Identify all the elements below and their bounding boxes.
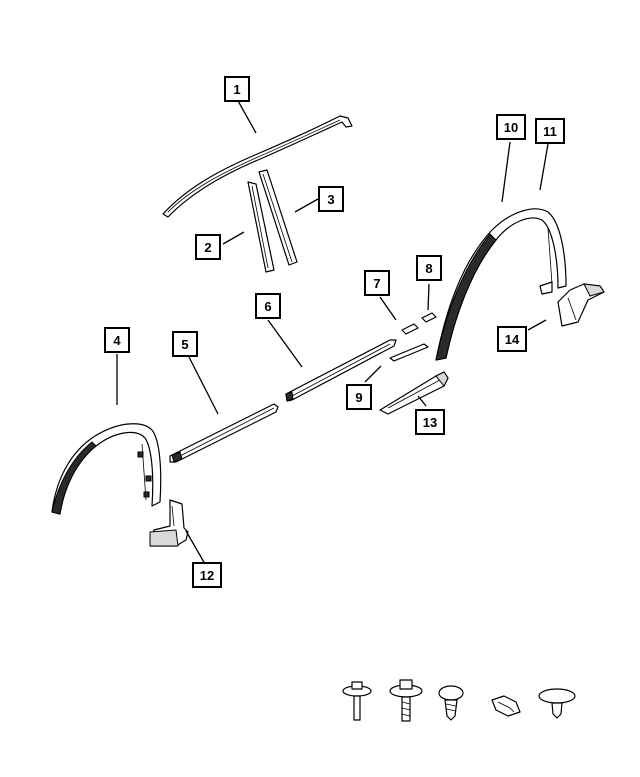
callout-box [497,326,527,352]
callout-box [172,331,198,357]
callout-6: 6 [255,293,281,319]
callout-box [364,270,390,296]
callout-box [535,118,565,144]
fastener-push-pin [438,685,464,721]
callout-box [224,76,250,102]
callout-box [192,562,222,588]
callout-box [346,384,372,410]
callout-box [255,293,281,319]
callout-label: 12 [200,568,214,583]
part-quarter-molding [389,343,429,362]
part-rear-splash-guard [557,283,605,327]
fastener-bolt-2 [389,679,423,722]
callout-5: 5 [172,331,198,357]
part-pillar-applique-2 [247,181,275,273]
callout-label: 7 [373,276,380,291]
callout-label: 13 [423,415,437,430]
callout-box [195,234,221,260]
callout-box [416,255,442,281]
part-rear-wheel-flare [435,208,567,361]
part-front-door-molding [169,403,279,463]
part-front-splash-guard [149,499,189,547]
callout-box [415,409,445,435]
fastener-rivet [538,688,576,719]
part-pillar-applique-3 [258,169,298,266]
callout-label: 5 [181,337,188,352]
callout-3: 3 [318,186,344,212]
callout-13: 13 [415,409,445,435]
callout-10: 10 [496,114,526,140]
callout-1: 1 [224,76,250,102]
part-applique-8 [421,312,437,323]
part-applique-7 [401,323,419,335]
callout-label: 4 [113,333,121,348]
callout-label: 11 [543,124,557,139]
callout-8: 8 [416,255,442,281]
callout-7: 7 [364,270,390,296]
part-rear-bracket [379,371,449,415]
part-rear-door-molding [285,339,397,402]
part-roof-molding [162,115,353,218]
callout-label: 14 [505,332,520,347]
callout-label: 2 [204,240,211,255]
callout-label: 6 [264,299,271,314]
callout-box [104,327,130,353]
leader-lines [116,98,549,565]
fastener-clip [491,695,521,717]
callout-11: 11 [535,118,565,144]
callout-label: 1 [233,82,240,97]
callout-14: 14 [497,326,527,352]
callout-2: 2 [195,234,221,260]
callout-label: 9 [355,390,362,405]
callout-4: 4 [104,327,130,353]
callout-12: 12 [192,562,222,588]
callout-box [496,114,526,140]
callout-box [318,186,344,212]
part-front-wheel-flare [51,423,162,515]
callout-9: 9 [346,384,372,410]
callout-label: 8 [425,261,432,276]
fastener-bolt-1 [342,681,372,721]
callout-label: 3 [327,192,334,207]
callout-label: 10 [504,120,518,135]
